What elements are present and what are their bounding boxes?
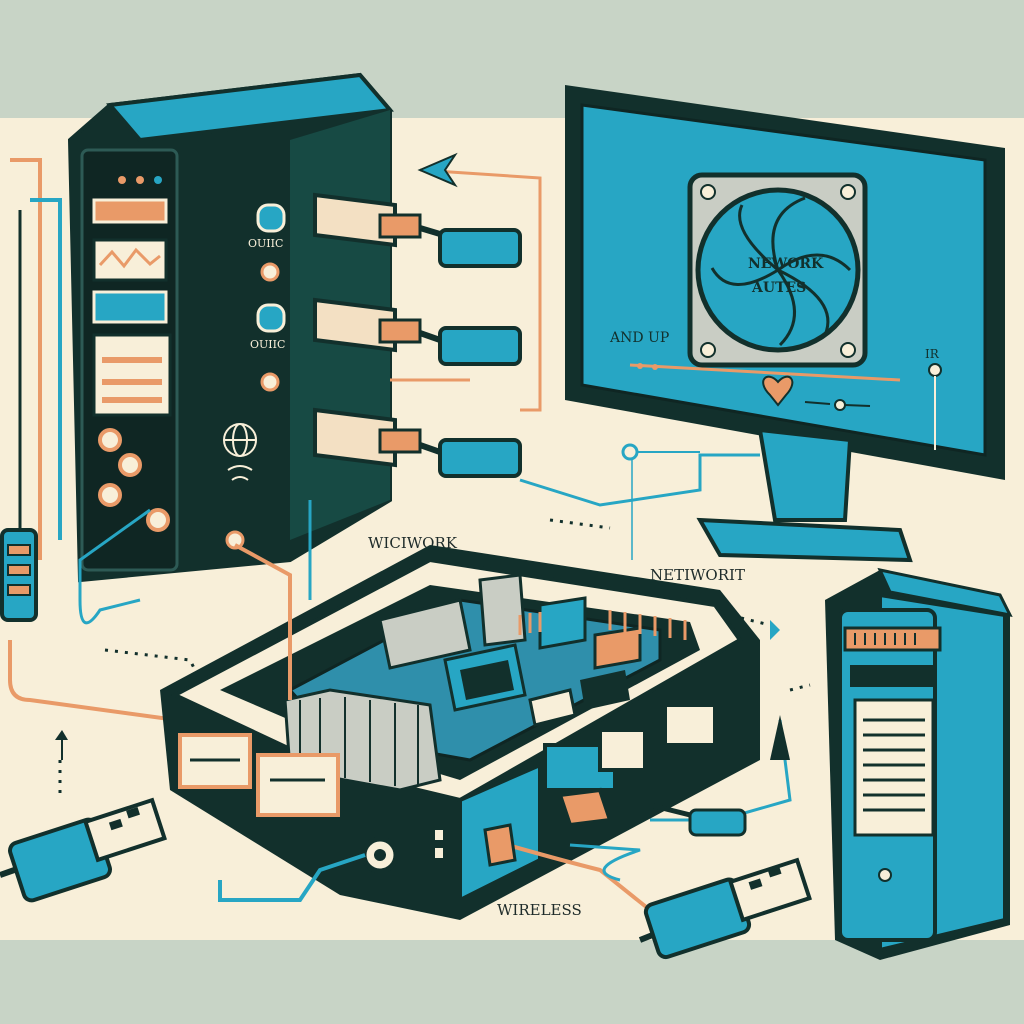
screen-ir-label: IR: [925, 347, 940, 361]
server-port-label-2: OUIIC: [250, 338, 285, 351]
usb-plug-left: [0, 797, 167, 903]
monitor: NEWORK AUTES AND UP IR: [565, 85, 1005, 563]
server-led-3: [154, 176, 162, 184]
right-plug: [557, 787, 747, 837]
fan-text-top: NEWORK: [748, 256, 824, 272]
screen-progress-line: [629, 363, 901, 382]
heart-icon: [762, 375, 794, 407]
server-led-2: [136, 176, 144, 184]
right-tower: [825, 567, 1013, 960]
server-knob-4: [146, 508, 170, 532]
drive-bay-3: [92, 290, 168, 324]
server-port-label-1: OUIIC: [248, 237, 283, 250]
fan-text-bottom: AUTES: [751, 280, 806, 296]
globe-icon: [223, 423, 257, 481]
router-port-2: [256, 753, 340, 817]
server-ethernet-plug-1: [313, 192, 522, 268]
cable-to-monitor: [519, 453, 760, 507]
left-cable-plug: [0, 528, 38, 622]
teal-marker: [621, 443, 700, 560]
arrow-icon: [417, 152, 542, 412]
server-led-1: [118, 176, 126, 184]
up-arrow-icon: [770, 715, 790, 760]
server-knob-1: [98, 428, 122, 452]
router-orange-plug: [483, 823, 517, 867]
server-knob-3: [98, 483, 122, 507]
screen-and-up-label: AND UP: [609, 330, 669, 346]
right-tower-panel-1: [843, 626, 942, 652]
networit-label: NETIWORIT: [650, 566, 745, 584]
server-knob-2: [118, 453, 142, 477]
router-board: [160, 545, 760, 920]
monitor-stand-neck: [757, 427, 853, 522]
side-port-2: [256, 303, 286, 333]
side-port-1: [256, 203, 286, 233]
monitor-stand-base: [696, 517, 913, 563]
fan-icon: NEWORK AUTES: [687, 172, 868, 368]
wireless-label: WIRELESS: [497, 901, 582, 919]
usb-plug-right: [638, 857, 812, 960]
left-cable-bundle: [8, 158, 252, 740]
right-tower-vent: [853, 698, 935, 837]
board-chip-1: [378, 598, 472, 670]
server-ethernet-plug-2: [313, 297, 522, 366]
drive-bay-1: [92, 198, 168, 224]
server-ethernet-plug-3: [313, 407, 522, 478]
small-arrow-icon: [55, 730, 68, 760]
